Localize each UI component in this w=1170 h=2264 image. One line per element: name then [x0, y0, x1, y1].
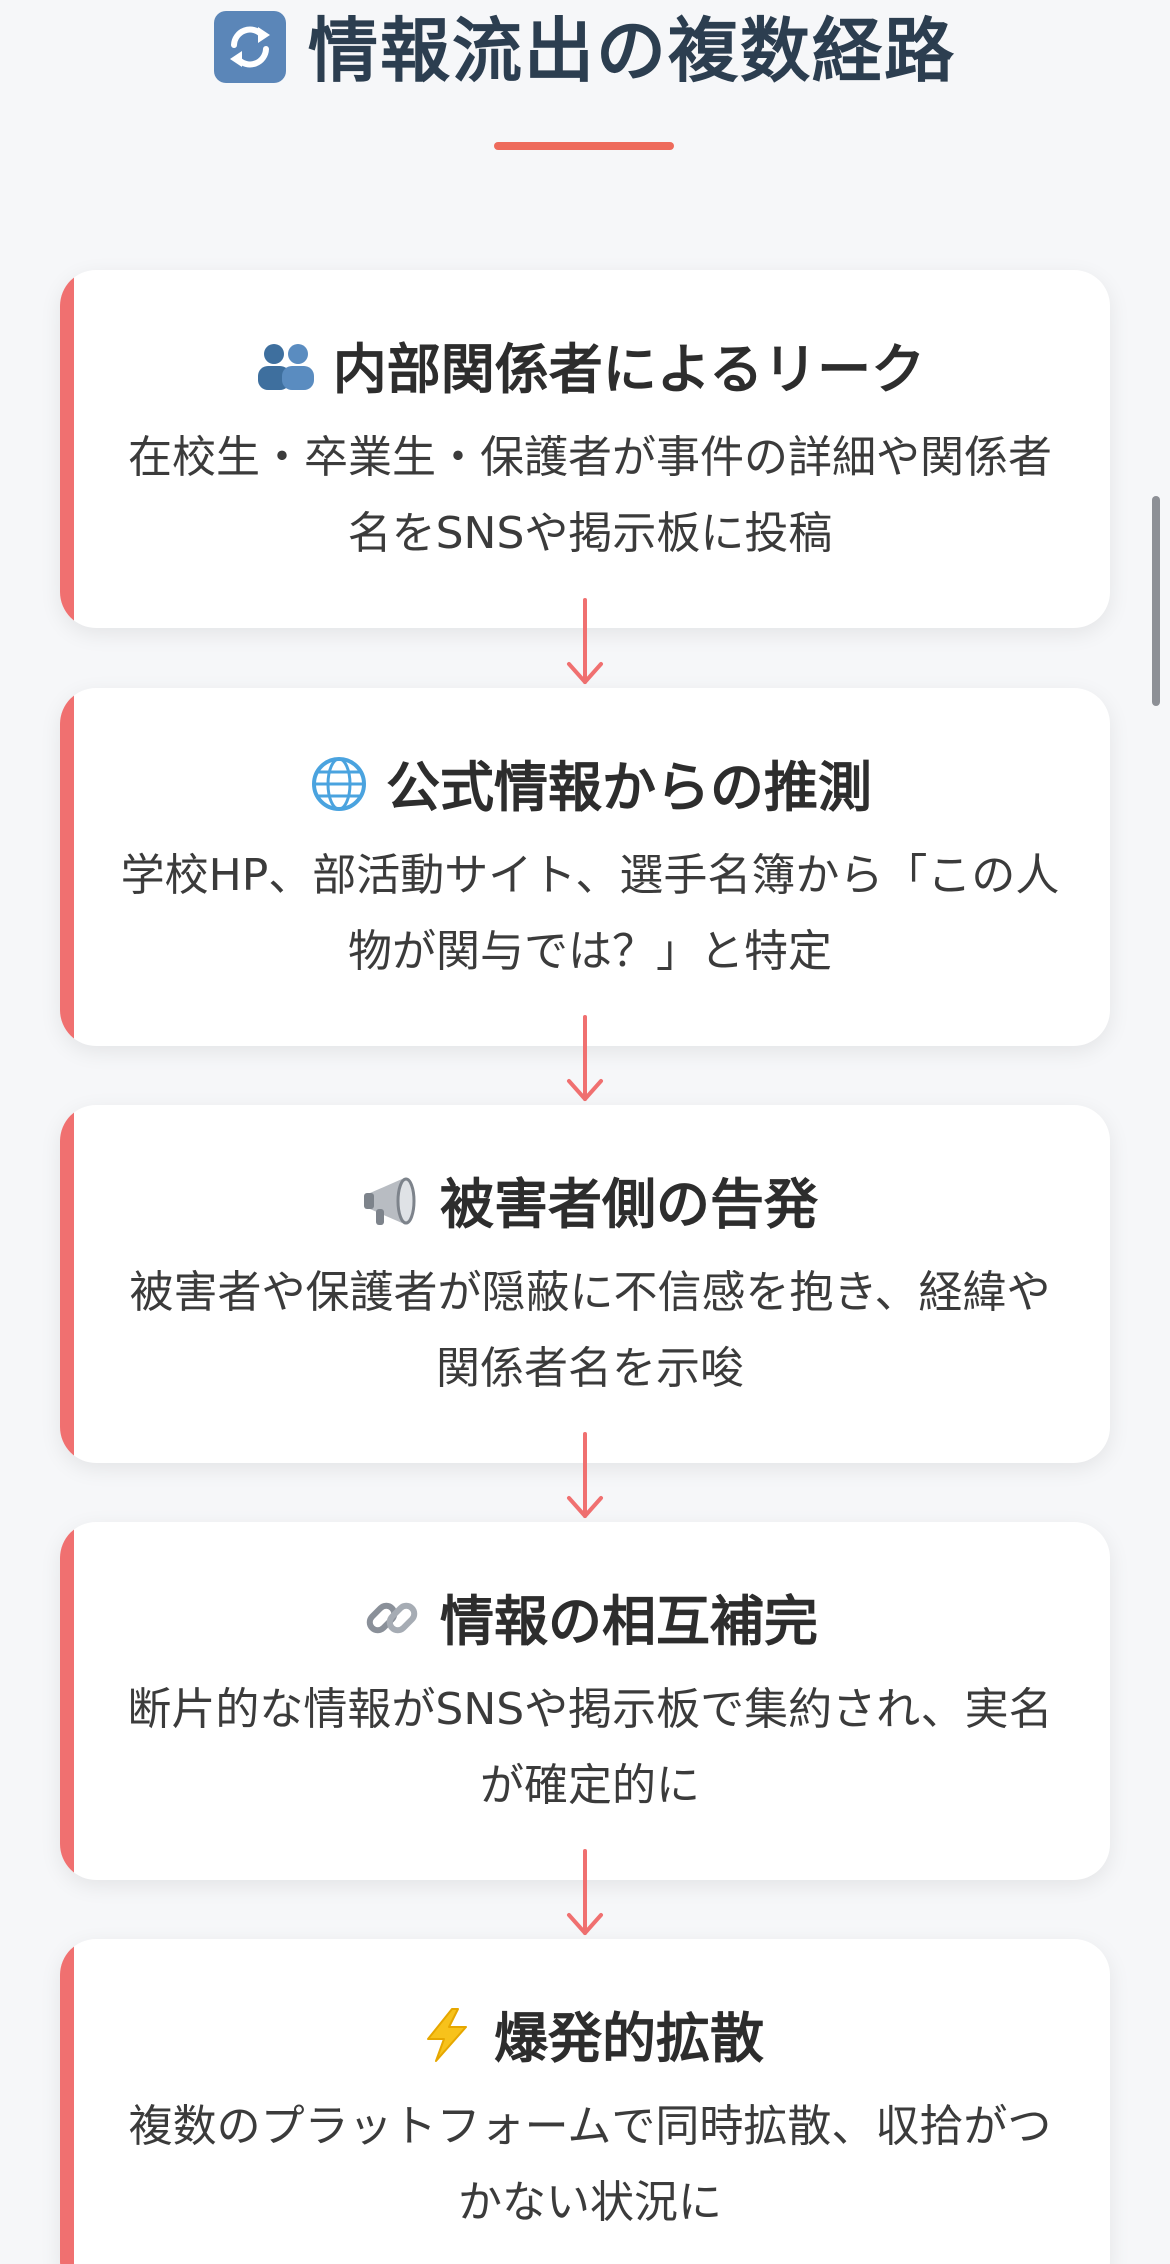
step-heading-text: 爆発的拡散 [494, 2007, 764, 2070]
step-heading: 爆発的拡散 [90, 2007, 1090, 2071]
step-heading: 内部関係者によるリーク [90, 338, 1090, 402]
link-icon [366, 1602, 418, 1634]
step-card-info-complement: 情報の相互補完 断片的な情報がSNSや掲示板で集約され、実名が確定的に [60, 1522, 1110, 1880]
step-heading-text: 被害者側の告発 [440, 1173, 818, 1236]
page-title: 情報流出の複数経路 [0, 6, 1170, 96]
step-description: 学校HP、部活動サイト、選手名簿から「この人物が関与では？」と特定 [120, 850, 1060, 977]
step-heading-text: 情報の相互補完 [440, 1590, 818, 1653]
step-description: 被害者や保護者が隠蔽に不信感を抱き、経緯や関係者名を示唆 [129, 1267, 1051, 1394]
step-description: 在校生・卒業生・保護者が事件の詳細や関係者名をSNSや掲示板に投稿 [128, 432, 1052, 559]
globe-icon [312, 757, 366, 811]
step-card-viral-spread: 爆発的拡散 複数のプラットフォームで同時拡散、収拾がつかない状況に [60, 1939, 1110, 2264]
step-heading-text: 公式情報からの推測 [386, 756, 872, 819]
scrollbar-thumb[interactable] [1152, 496, 1160, 706]
down-arrow-icon [567, 1015, 603, 1101]
down-arrow-icon [567, 598, 603, 684]
lightning-icon [427, 2008, 467, 2062]
step-heading: 公式情報からの推測 [90, 756, 1090, 820]
step-heading-text: 内部関係者によるリーク [332, 338, 926, 401]
step-heading: 被害者側の告発 [90, 1173, 1090, 1237]
step-card-victim-disclosure: 被害者側の告発 被害者や保護者が隠蔽に不信感を抱き、経緯や関係者名を示唆 [60, 1105, 1110, 1463]
header: 情報流出の複数経路 [0, 0, 1170, 160]
megaphone-icon [364, 1177, 416, 1225]
step-description: 断片的な情報がSNSや掲示板で集約され、実名が確定的に [127, 1684, 1053, 1811]
title-underline [494, 142, 674, 150]
down-arrow-icon [567, 1849, 603, 1935]
down-arrow-icon [567, 1432, 603, 1518]
step-card-official-info: 公式情報からの推測 学校HP、部活動サイト、選手名簿から「この人物が関与では？」… [60, 688, 1110, 1046]
step-description: 複数のプラットフォームで同時拡散、収拾がつかない状況に [128, 2101, 1052, 2228]
page-title-text: 情報流出の複数経路 [308, 10, 956, 92]
people-icon [257, 344, 314, 390]
step-card-internal-leak: 内部関係者によるリーク 在校生・卒業生・保護者が事件の詳細や関係者名をSNSや掲… [60, 270, 1110, 628]
repeat-arrows-icon [214, 11, 286, 83]
step-heading: 情報の相互補完 [90, 1590, 1090, 1654]
